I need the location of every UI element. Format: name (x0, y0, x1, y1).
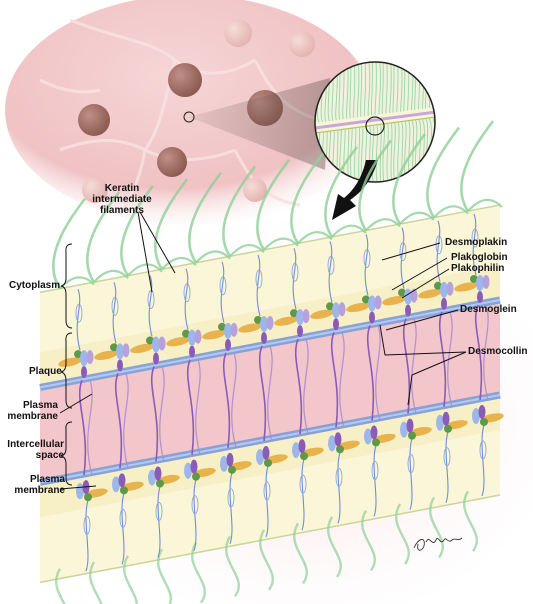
label-keratin-intermediate-filaments: Keratin intermediate filaments (92, 183, 152, 216)
label-intercellular-space: Intercellular space (7, 439, 64, 461)
left-braces (60, 243, 73, 486)
label-desmoglein: Desmoglein (460, 304, 517, 315)
desmosome-band (39, 120, 504, 604)
label-plasma-membrane-upper: Plasma membrane (7, 400, 58, 422)
label-desmoplakin: Desmoplakin (445, 237, 508, 248)
zoom-cone (189, 78, 330, 170)
label-plaque: Plaque (29, 366, 62, 377)
label-plakophilin: Plakophilin (451, 263, 505, 274)
signature-mark (413, 537, 463, 551)
label-desmocollin: Desmocollin (468, 346, 528, 357)
arrow-down-icon (332, 160, 378, 220)
leader-lines (59, 211, 467, 490)
zoom-target-circle (183, 111, 195, 123)
label-plasma-membrane-lower: Plasma membrane (14, 474, 65, 496)
magnifier-circle-icon (314, 61, 436, 183)
label-cytoplasm: Cytoplasm (9, 280, 61, 291)
label-plakoglobin: Plakoglobin (451, 252, 508, 263)
